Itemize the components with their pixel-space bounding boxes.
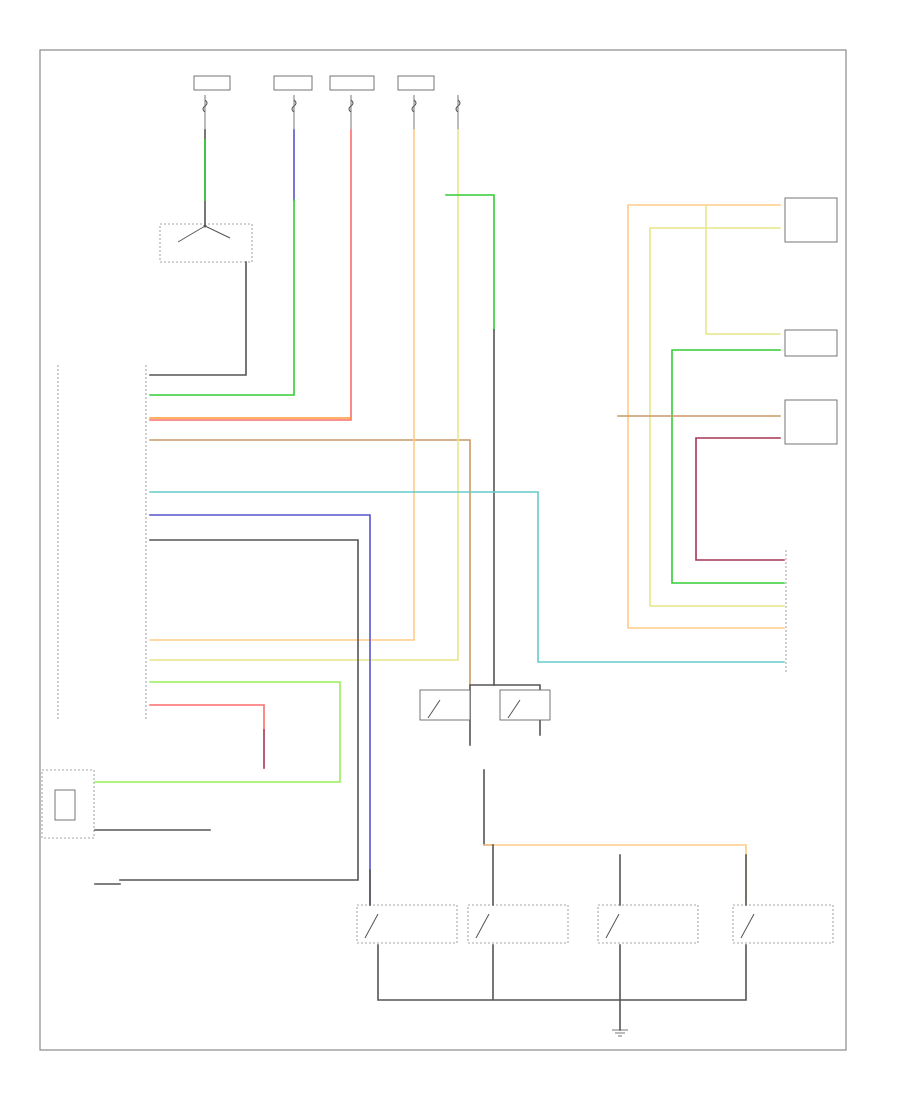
wire-tan-bottom: [483, 844, 747, 901]
wire-darkred-right: [695, 437, 785, 561]
wire-pink-3: [149, 129, 352, 421]
wire-tan-right: [627, 204, 785, 629]
wire-black-down: [483, 769, 494, 846]
right-connectors: [784, 197, 838, 672]
wire-green-2: [149, 199, 295, 396]
wire-black-switch-feeds: [369, 844, 747, 906]
wire-yellow-right: [649, 227, 785, 607]
wire-brown-1: [149, 439, 471, 686]
wire-green-right: [671, 349, 785, 584]
wire-blue-long: [149, 514, 371, 906]
wire-lightgreen-loop: [94, 681, 341, 783]
door-lock-switch-left: [41, 769, 95, 839]
wire-green-center: [445, 194, 495, 331]
wire-black-1: [149, 261, 247, 376]
door-switch-row: [356, 904, 834, 944]
diagram-frame: [39, 49, 847, 1051]
ignition-switch: [159, 223, 253, 263]
wire-yellow-short: [705, 204, 781, 335]
relay-markers: [419, 689, 551, 721]
ground-symbol-icon: [612, 1029, 628, 1037]
wire-red-short: [149, 704, 265, 731]
wire-black-switch-ground: [377, 944, 747, 1001]
wire-cyan: [149, 491, 785, 663]
door-lock-module: [57, 365, 147, 720]
fuse-group-1: [193, 75, 461, 130]
wire-yellow-5: [149, 129, 459, 661]
wire-black-module: [119, 539, 359, 881]
wire-tan-4: [149, 129, 415, 641]
